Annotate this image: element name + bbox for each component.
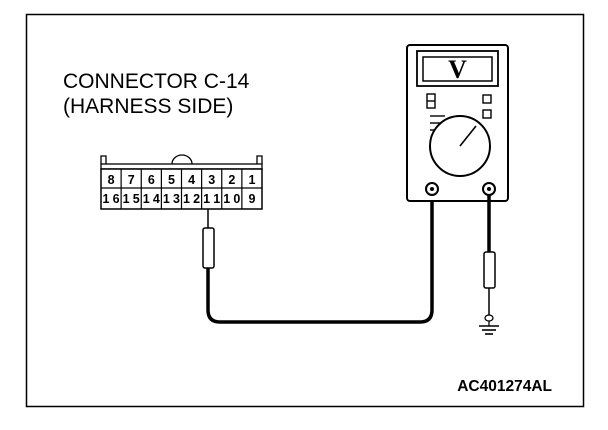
meter-display-reading: V — [448, 55, 467, 84]
meter-indicator-top — [482, 94, 492, 104]
pin-label-6: 6 — [148, 173, 155, 187]
pin-label-8: 8 — [108, 173, 115, 187]
ground-probe-icon — [483, 251, 496, 289]
connector-subtitle: (HARNESS SIDE) — [63, 95, 233, 118]
ground-lead — [479, 195, 499, 335]
pin-label-9: 9 — [248, 192, 255, 206]
connector-title: CONNECTOR C-14 — [63, 70, 250, 93]
probe-wire — [206, 190, 434, 324]
connector-right-tab — [256, 155, 263, 164]
pin-label-7: 7 — [128, 173, 135, 187]
pin-label-4: 4 — [188, 173, 195, 187]
dial-pointer — [459, 125, 477, 147]
probe-lead-pin11 — [202, 190, 434, 324]
pin-label-1: 1 — [248, 173, 255, 187]
figure-code: AC401274AL — [457, 378, 552, 395]
pin-label-2: 2 — [228, 173, 235, 187]
ground-icon — [479, 325, 499, 335]
ground-clip — [484, 314, 494, 322]
connector-left-tab — [100, 155, 107, 164]
meter-display — [422, 56, 493, 82]
pin-label-3: 3 — [208, 173, 215, 187]
voltmeter-icon: V — [406, 44, 509, 202]
connector-lock-tab — [171, 154, 193, 165]
meter-indicator-bottom — [482, 109, 492, 119]
pin-label-5: 5 — [168, 173, 175, 187]
probe-icon — [202, 227, 215, 269]
